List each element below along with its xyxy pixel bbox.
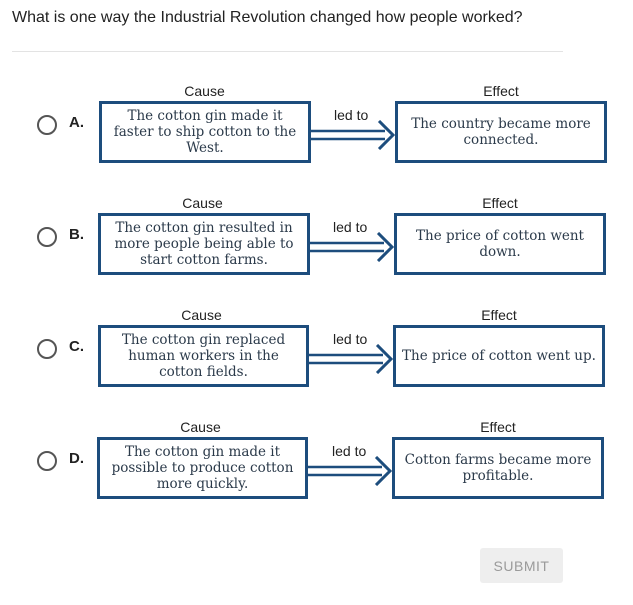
cause-box: The cotton gin resulted in more people b… [98,213,310,275]
led-to-label: led to [333,219,368,235]
radio-button-d[interactable] [37,451,57,471]
right-arrow-icon [307,344,394,374]
cause-label: Cause [184,83,225,99]
cause-box: The cotton gin replaced human workers in… [98,325,309,387]
answer-option-c[interactable]: C. Cause Effect The cotton gin replaced … [0,302,633,414]
cause-label: Cause [182,195,223,211]
effect-box: Cotton farms became more profitable. [392,437,604,499]
radio-button-c[interactable] [37,339,57,359]
cause-label: Cause [181,307,222,323]
answer-option-a[interactable]: A. Cause Effect The cotton gin made it f… [0,78,633,190]
right-arrow-icon [308,232,395,262]
effect-label: Effect [481,307,517,323]
effect-box: The price of cotton went down. [394,213,606,275]
cause-box: The cotton gin made it possible to produ… [97,437,308,499]
effect-box: The price of cotton went up. [393,325,605,387]
led-to-label: led to [333,331,368,347]
effect-label: Effect [480,419,516,435]
led-to-label: led to [334,107,369,123]
radio-button-a[interactable] [37,115,57,135]
submit-button[interactable]: SUBMIT [480,548,563,583]
answer-option-b[interactable]: B. Cause Effect The cotton gin resulted … [0,190,633,302]
question-text: What is one way the Industrial Revolutio… [12,9,523,26]
cause-label: Cause [180,419,221,435]
option-letter: C. [69,338,84,355]
effect-label: Effect [483,83,519,99]
radio-button-b[interactable] [37,227,57,247]
right-arrow-icon [306,456,393,486]
option-letter: B. [69,226,84,243]
led-to-label: led to [332,443,367,459]
cause-box: The cotton gin made it faster to ship co… [99,101,311,163]
option-letter: D. [69,450,84,467]
effect-label: Effect [482,195,518,211]
right-arrow-icon [309,120,396,150]
divider [12,51,563,52]
effect-box: The country became more connected. [395,101,607,163]
answer-option-d[interactable]: D. Cause Effect The cotton gin made it p… [0,414,633,526]
option-letter: A. [69,114,84,131]
